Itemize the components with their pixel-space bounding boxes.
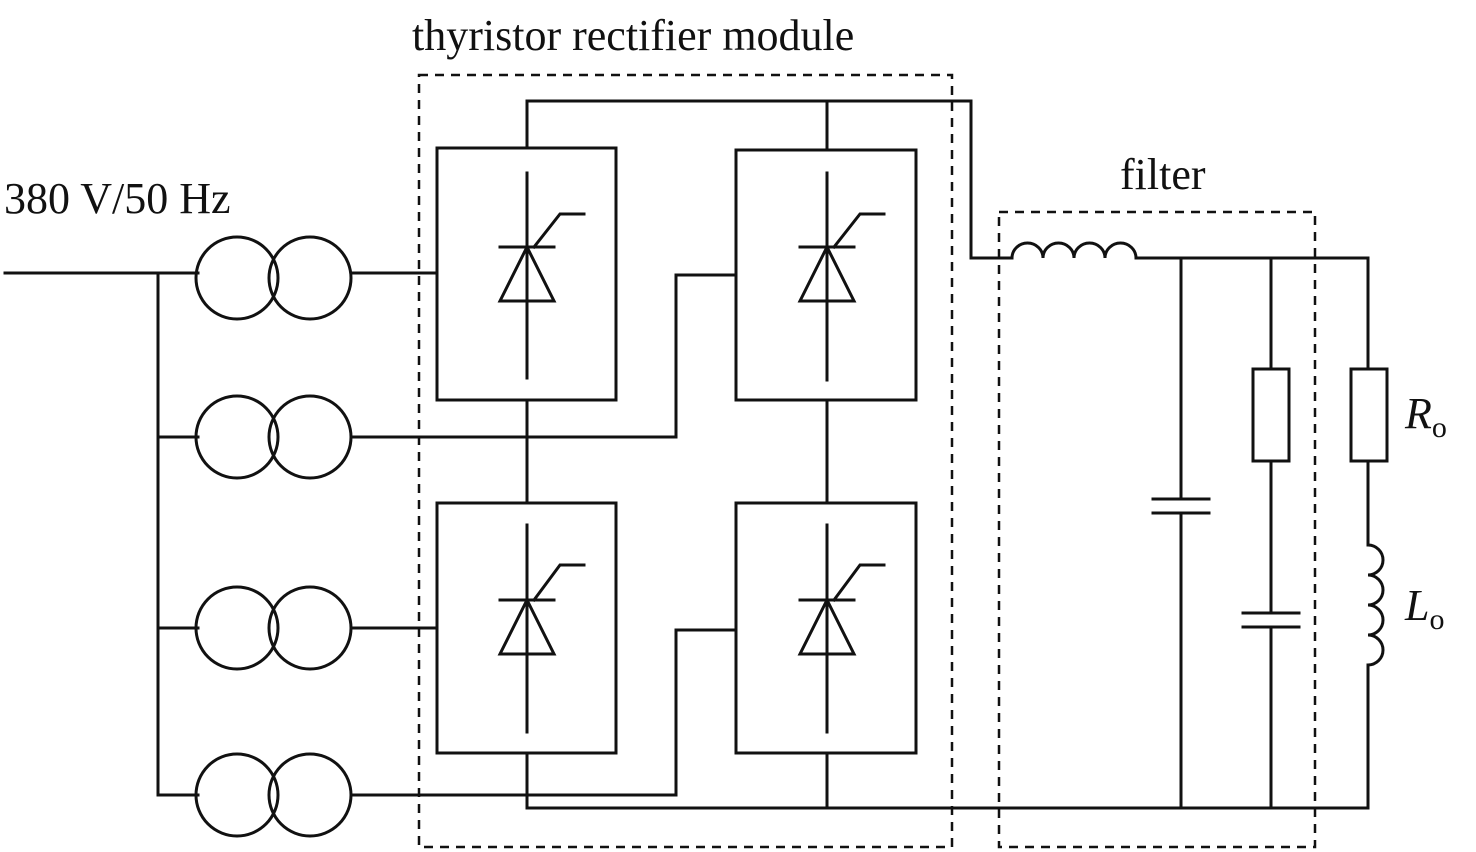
damping-resistor (1251, 367, 1291, 463)
load-inductor-subscript: o (1429, 603, 1444, 636)
thyristor-module-top-right (734, 148, 918, 402)
load-resistor-symbol: R (1404, 389, 1432, 438)
filter-wiring (1134, 256, 1370, 810)
load-resistor-subscript: o (1432, 411, 1447, 444)
rectifier-module-boundary (417, 73, 954, 849)
load-inductor (1366, 543, 1385, 667)
transformer-3 (194, 585, 353, 671)
bridge-dc-wiring (525, 99, 1370, 810)
filter-inductor (1010, 241, 1138, 260)
load-inductor-label: Lo (1404, 581, 1444, 636)
thyristor-module-bottom-left (435, 501, 618, 755)
input-bus (3, 271, 200, 797)
damping-capacitor (1241, 611, 1301, 629)
thyristor-module-bottom-right (734, 501, 918, 755)
load-resistor-label: Ro (1404, 389, 1447, 444)
thyristor-module-top-left (435, 146, 618, 402)
source-label: 380 V/50 Hz (4, 174, 231, 223)
secondary-wiring (349, 260, 738, 797)
transformer-1 (194, 235, 353, 321)
filter-boundary (997, 210, 1317, 849)
load-resistor (1349, 367, 1389, 463)
filter-capacitor (1151, 497, 1211, 515)
rectifier-module-label: thyristor rectifier module (412, 11, 854, 60)
transformer-4 (194, 752, 353, 838)
filter-label: filter (1120, 150, 1206, 199)
transformer-2 (194, 394, 353, 480)
load-inductor-symbol: L (1404, 581, 1429, 630)
